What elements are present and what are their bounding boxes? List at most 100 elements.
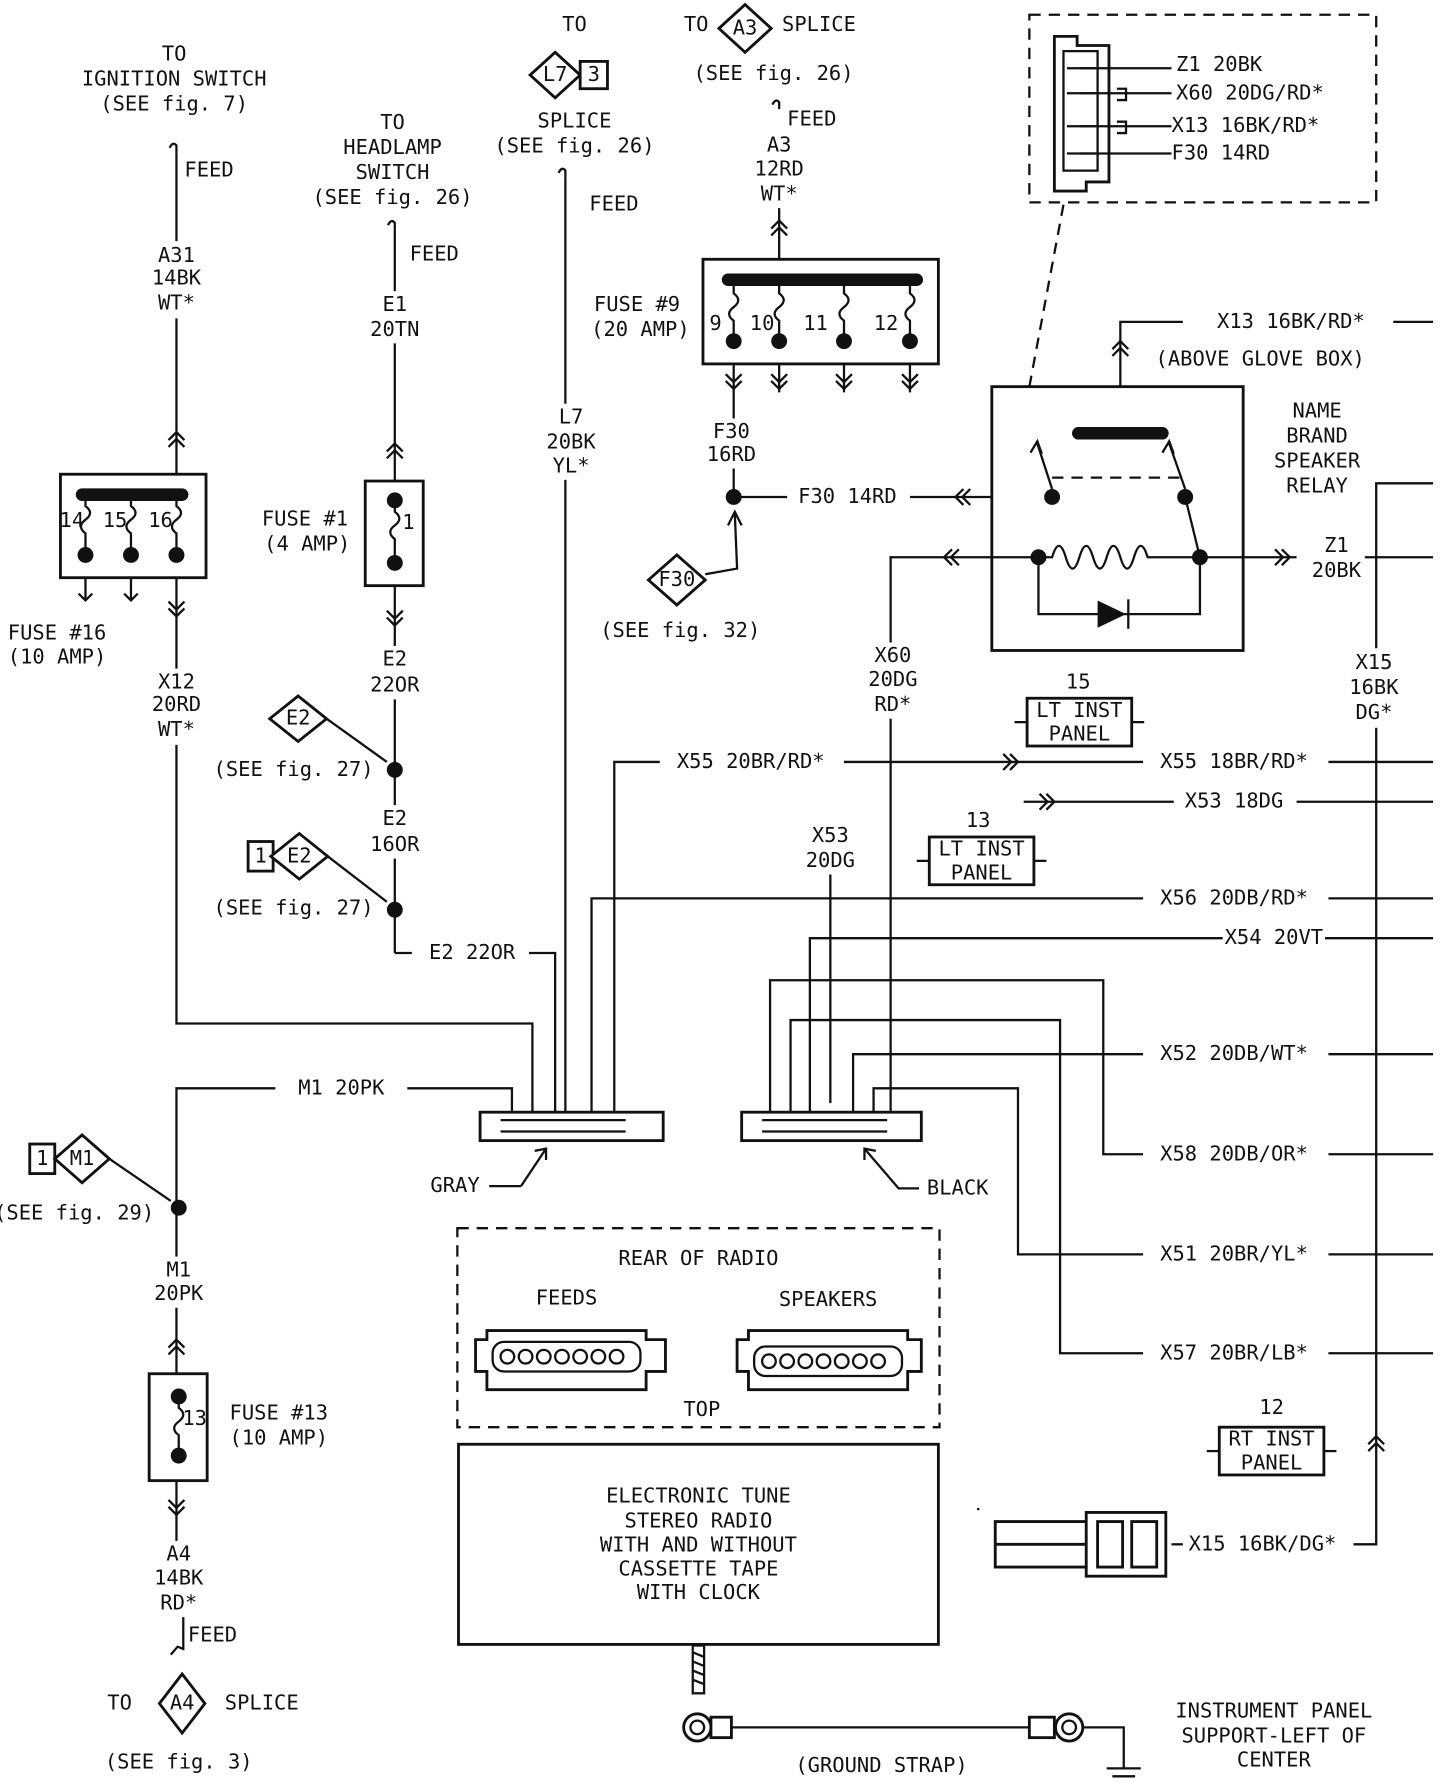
splice-diamond-e2-1[interactable] [268,831,330,881]
label-splice: SPLICE [782,12,856,36]
relay-name: NAME [1292,399,1341,423]
ignition-feed: TO IGNITION SWITCH (SEE fig. 7) FEED A31… [82,42,267,475]
radio-name: WITH AND WITHOUT [600,1532,797,1556]
label-see: (SEE fig. 7) [100,92,248,116]
radio-name: ELECTRONIC TUNE [606,1484,791,1508]
splice-diamond-l7[interactable] [528,50,583,100]
ground-location: INSTRUMENT PANEL [1175,1698,1372,1722]
splice-diamond-e2[interactable] [267,694,329,744]
wire-label: X52 20DB/WT* [1160,1041,1308,1065]
diamond-label: F30 [658,567,695,591]
pin-number: 10 [750,311,775,335]
radio-name: STEREO RADIO [625,1509,773,1533]
label-see: (SEE fig. 32) [600,618,760,642]
diamond-label: E2 [286,706,311,730]
inset-wire-f30: F30 14RD [1172,141,1271,165]
box-label: 1 [36,1146,48,1170]
gray-label: GRAY [430,1173,479,1197]
wire-color: RD* [160,1590,197,1614]
feeds-label: FEEDS [536,1286,598,1310]
connector-label: RT INST [1228,1427,1314,1451]
pin-number: 13 [182,1406,207,1430]
label-feed: FEED [410,242,459,266]
diamond-label: A4 [170,1691,195,1715]
connector-label: LT INST [938,836,1024,860]
connector-label: LT INST [1036,698,1122,722]
wire-color: WT* [761,181,798,205]
label-to: TO [562,12,587,36]
wire-code: Z1 [1324,533,1349,557]
fuse-amp: (10 AMP) [230,1426,329,1450]
label-to: TO [162,42,187,66]
wire-gauge: 14BK [152,266,202,290]
ground-location: SUPPORT-LEFT OF [1181,1724,1366,1748]
connector-13-lt-inst-panel: 13 LT INST PANEL [916,808,1047,887]
label-feed: FEED [184,158,233,182]
splice-diamond-a3[interactable] [716,2,774,55]
label-see: (SEE fig. 3) [105,1750,253,1774]
wire-code: X60 [874,643,911,667]
wire-code: M1 [166,1257,191,1281]
headlamp-switch-feed: TO HEADLAMP SWITCH (SEE fig. 26) FEED E1… [214,110,557,1115]
splice-diamond-f30[interactable] [646,553,708,607]
splice-diamond-m1[interactable] [52,1133,112,1185]
wire-label: X55 18BR/RD* [1160,749,1308,773]
wire-label: X55 20BR/RD* [677,749,825,773]
label-to: TO [684,12,709,36]
wire-label: X15 16BK/DG* [1189,1531,1337,1555]
wire-gauge: 16OR [370,832,420,856]
speaker-relay: X13 16BK/RD* (ABOVE GLOVE BOX) NAME BRAN… [868,309,1434,1115]
radio-unit: ELECTRONIC TUNE STEREO RADIO WITH AND WI… [457,1442,940,1646]
wire-label: X58 20DB/OR* [1160,1141,1308,1165]
connector-12-rt-inst-panel: 12 RT INST PANEL [1206,1395,1337,1477]
wire-color: WT* [158,291,195,315]
pin-number: 12 [874,311,899,335]
ground-strap: (GROUND STRAP) INSTRUMENT PANEL SUPPORT-… [682,1644,1372,1778]
black-label: BLACK [927,1175,989,1199]
wire-code: A31 [158,243,195,267]
speaker-wires: X55 20BR/RD* X55 18BR/RD* X53 18DG X53 2… [175,749,1434,1364]
connector-number: 12 [1259,1395,1284,1419]
pin-number: 11 [803,311,828,335]
wire-code: E1 [382,292,407,316]
wire-gauge: 22OR [370,673,420,697]
fuse-amp: (4 AMP) [264,532,350,556]
connector-label: PANEL [1241,1451,1303,1475]
fuse-label: FUSE #13 [230,1401,329,1425]
fuse-amp: (20 AMP) [591,317,690,341]
label-see: (SEE fig. 27) [214,757,374,781]
splice-diamond-a4[interactable] [157,1671,207,1736]
fuse-label: FUSE #16 [8,620,107,644]
relay-connector-inset: Z1 20BK X60 20DG/RD* X13 16BK/RD* F30 14… [1028,13,1378,387]
radio-name: WITH CLOCK [637,1580,761,1604]
wire-label: X13 16BK/RD* [1217,309,1365,333]
wire-color: YL* [553,453,590,477]
connector-label: PANEL [1049,722,1111,746]
wire-label: X56 20DB/RD* [1160,885,1308,909]
wire-label: X57 20BR/LB* [1160,1340,1308,1364]
wire-gauge: 16RD [707,442,756,466]
wire-label: X54 20VT [1225,925,1324,949]
pin-number: 9 [709,311,721,335]
wire-gauge: 20DG [806,848,855,872]
speakers-connector [735,1329,923,1392]
label-feed: FEED [787,106,836,130]
rear-title: REAR OF RADIO [618,1246,778,1270]
label-to: TO [107,1691,132,1715]
connector-number: 13 [966,808,991,832]
relay-name: BRAND [1286,424,1348,448]
black-connector: BLACK [740,1110,989,1199]
label-splice: SPLICE [538,109,612,133]
ground-strap-label: (GROUND STRAP) [795,1753,967,1777]
wire-code: E2 [382,647,407,671]
x15-wire: X15 16BK DG* X15 16BK/DG* [977,482,1434,1578]
m1-fuse13: 1 M1 (SEE fig. 29) M1 20PK 13 FUSE #13 (… [0,1133,329,1774]
label-see: (SEE fig. 26) [693,61,853,85]
a3-splice-feed: TO A3 SPLICE (SEE fig. 26) FEED A3 12RD … [591,2,1053,642]
connector-number: 15 [1066,669,1091,693]
wire-label: X53 18DG [1185,789,1284,813]
wire-gauge: 14BK [154,1565,204,1589]
inset-wire-z1: Z1 20BK [1176,52,1263,76]
diamond-label: M1 [70,1146,95,1170]
inset-wire-x60: X60 20DG/RD* [1176,80,1324,104]
